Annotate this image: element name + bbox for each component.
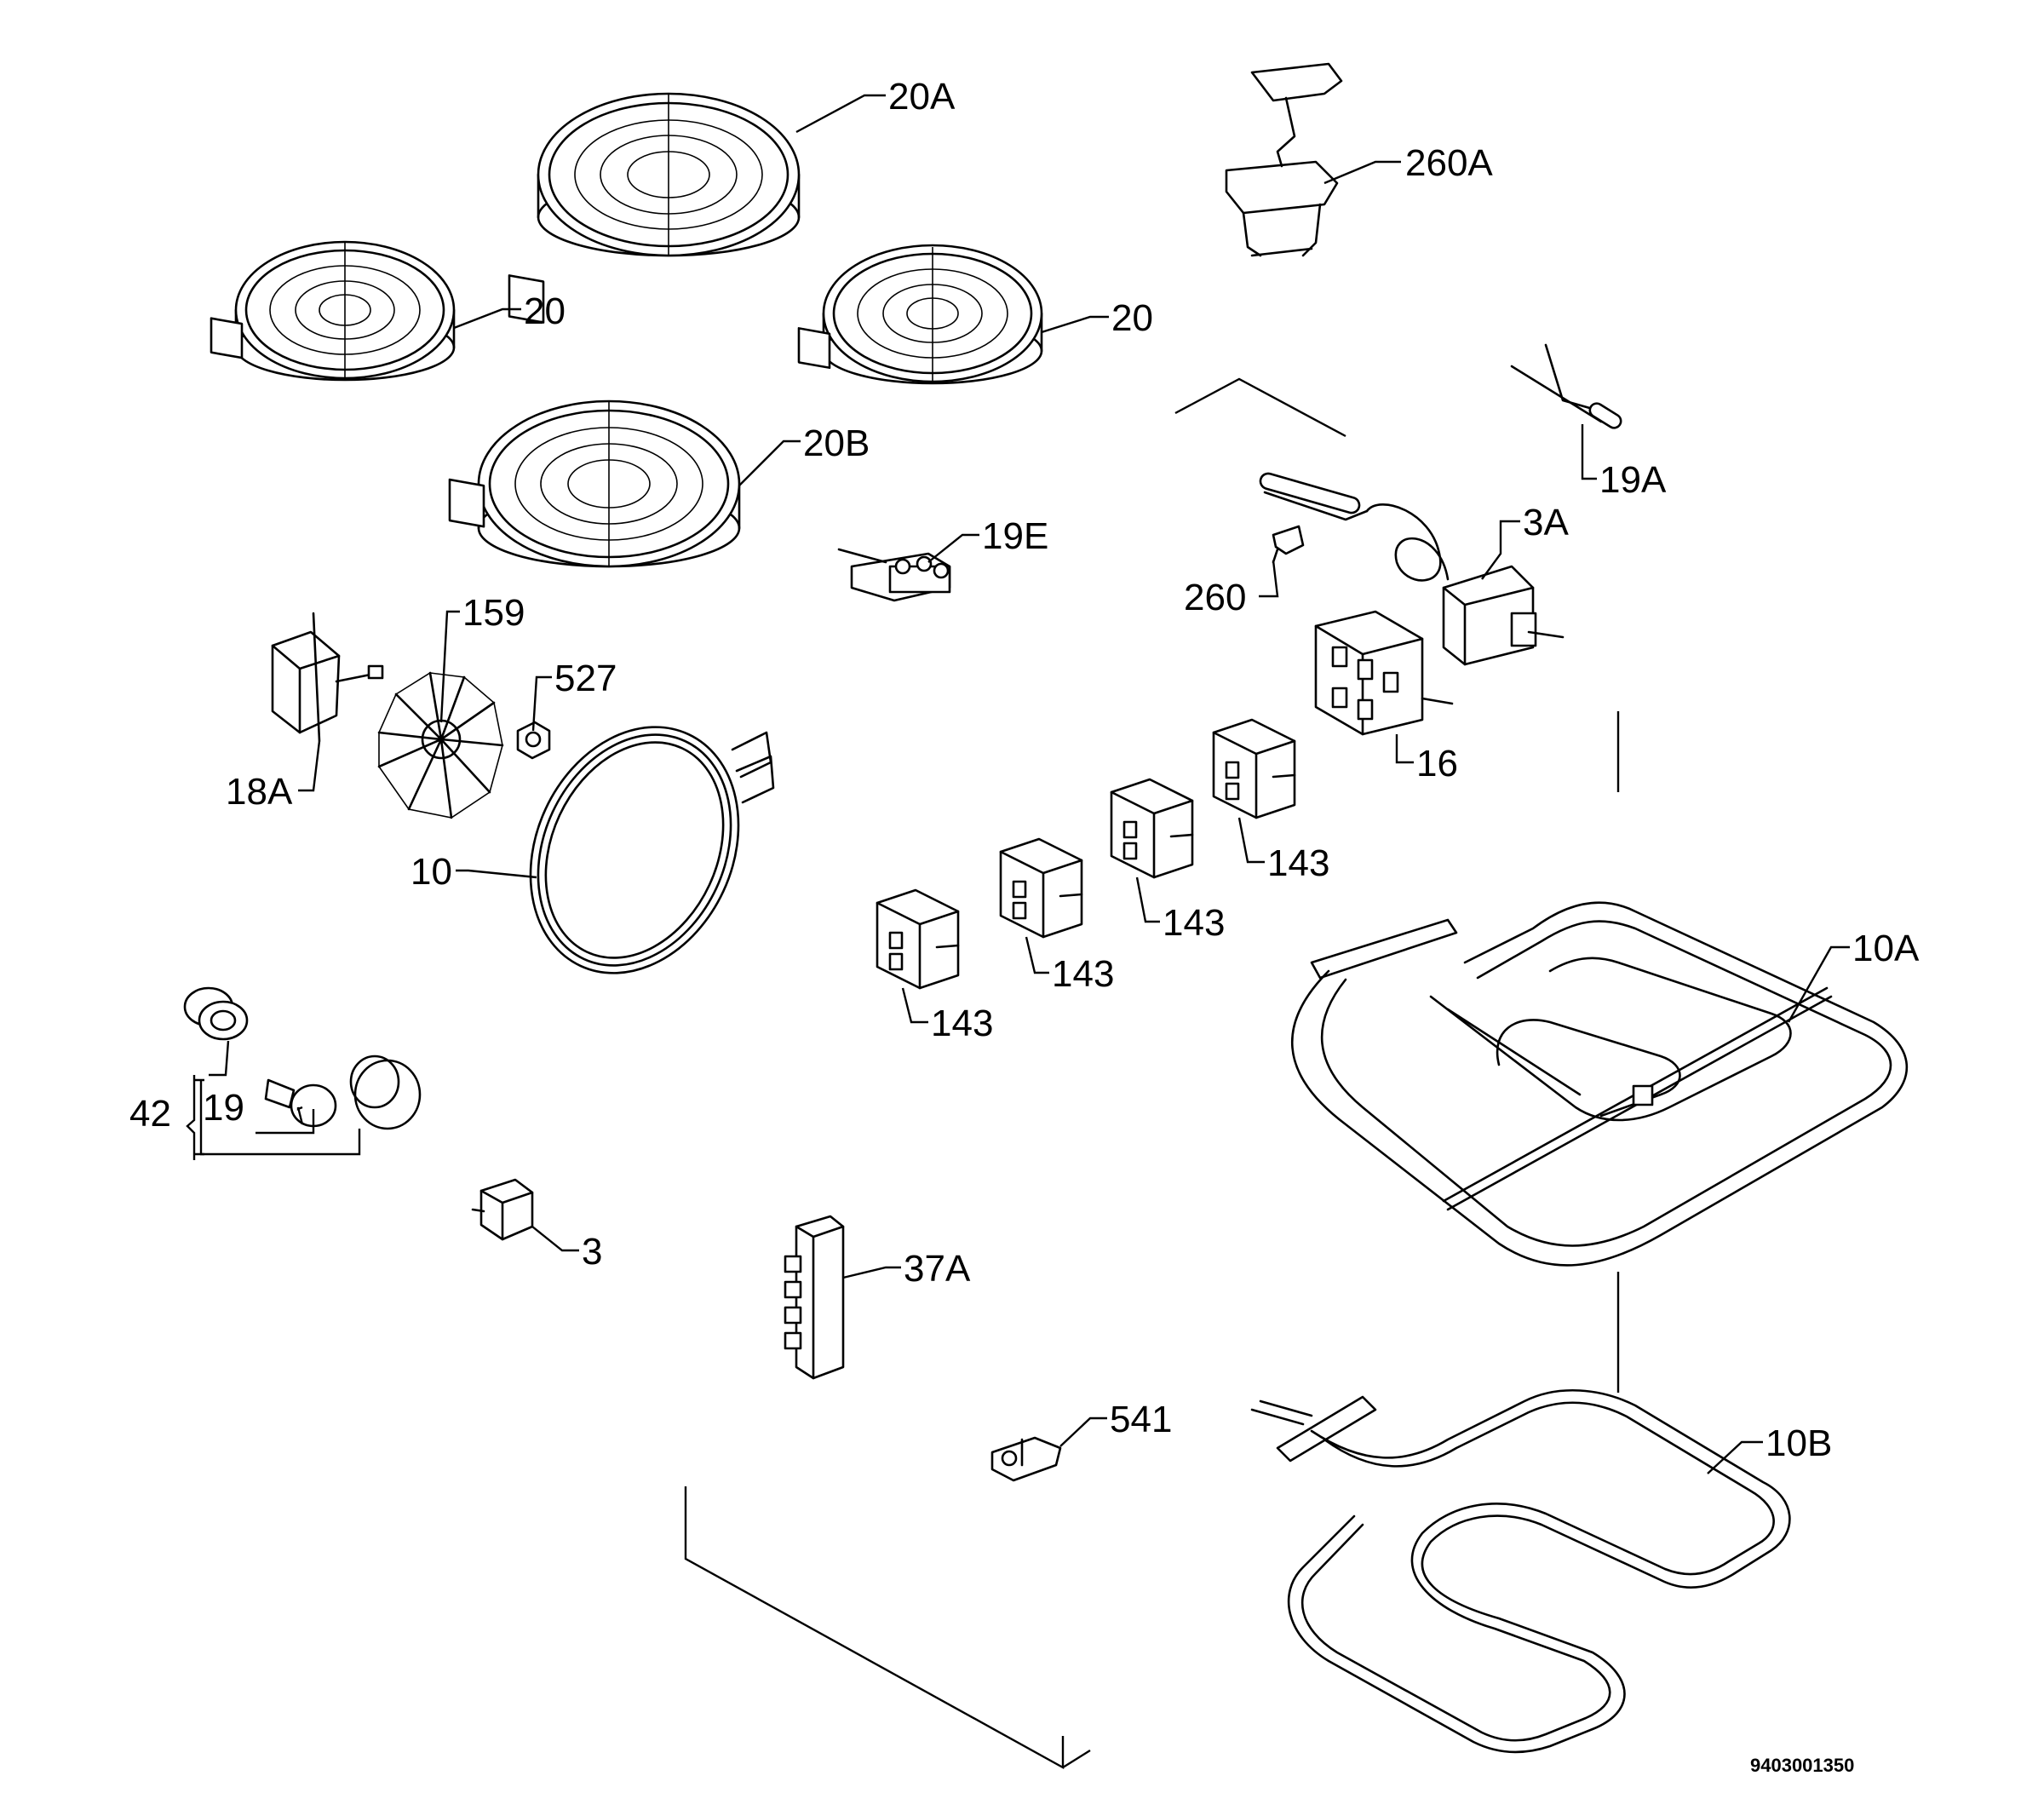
connector-19e [837, 548, 951, 602]
label-143-1: 143 [931, 1003, 993, 1044]
sensor-19a [1510, 343, 1622, 429]
label-37a: 37A [904, 1248, 971, 1290]
label-143-2: 143 [1052, 953, 1114, 995]
label-10a: 10A [1852, 928, 1920, 969]
grill-element-10a [1291, 901, 1909, 1267]
label-19e: 19E [982, 515, 1048, 557]
cavity-outline-lines [684, 377, 1620, 1770]
label-20-left: 20 [524, 290, 566, 332]
label-20a: 20A [888, 76, 956, 118]
label-143-3: 143 [1163, 902, 1225, 944]
part-labels: 20A 260A 20 20 20B 19A 19E 3A 260 159 52… [129, 76, 1920, 1776]
bottom-element-10b [1250, 1388, 1791, 1754]
connector-541 [990, 1436, 1062, 1482]
hotplate-20a [508, 92, 801, 324]
terminal-block-37a [784, 1215, 845, 1380]
label-20-right: 20 [1111, 297, 1153, 339]
fan-blade-159 [377, 671, 504, 819]
switch-143-2 [999, 837, 1083, 939]
clip-260 [1272, 525, 1305, 564]
label-20b: 20B [803, 422, 870, 464]
label-159: 159 [462, 592, 525, 634]
lamp-bulb-19 [264, 1078, 337, 1128]
lamp-holder [183, 986, 249, 1041]
thermostat-3 [471, 1178, 534, 1241]
nut-527 [516, 721, 551, 760]
label-541: 541 [1110, 1399, 1172, 1440]
switch-143-4 [1212, 718, 1296, 819]
thermostat-3a [1259, 472, 1565, 666]
label-527: 527 [554, 658, 617, 699]
hotplate-20b [448, 399, 741, 568]
hotplate-20-left [210, 240, 456, 382]
hotplate-20-right [797, 244, 1043, 385]
label-260a: 260A [1405, 142, 1493, 184]
label-3: 3 [582, 1231, 602, 1273]
circular-element-10 [529, 726, 775, 974]
label-16: 16 [1416, 743, 1458, 784]
label-143-4: 143 [1267, 842, 1329, 884]
label-42: 42 [129, 1093, 171, 1135]
leader-lines [186, 94, 1850, 1474]
label-18a: 18A [226, 771, 293, 813]
switch-143-1 [876, 888, 960, 990]
fan-motor-18a [271, 612, 384, 743]
label-10: 10 [411, 851, 452, 893]
selector-switch-16 [1314, 610, 1454, 736]
bracket-260a [1225, 62, 1343, 257]
label-19: 19 [203, 1087, 244, 1129]
label-260: 260 [1184, 577, 1246, 618]
label-10b: 10B [1766, 1422, 1832, 1464]
label-3a: 3A [1523, 502, 1569, 543]
switch-143-3 [1110, 778, 1194, 879]
drawing-number: 9403001350 [1750, 1755, 1854, 1776]
label-19a: 19A [1599, 459, 1667, 501]
lamp-cover [349, 1055, 422, 1130]
